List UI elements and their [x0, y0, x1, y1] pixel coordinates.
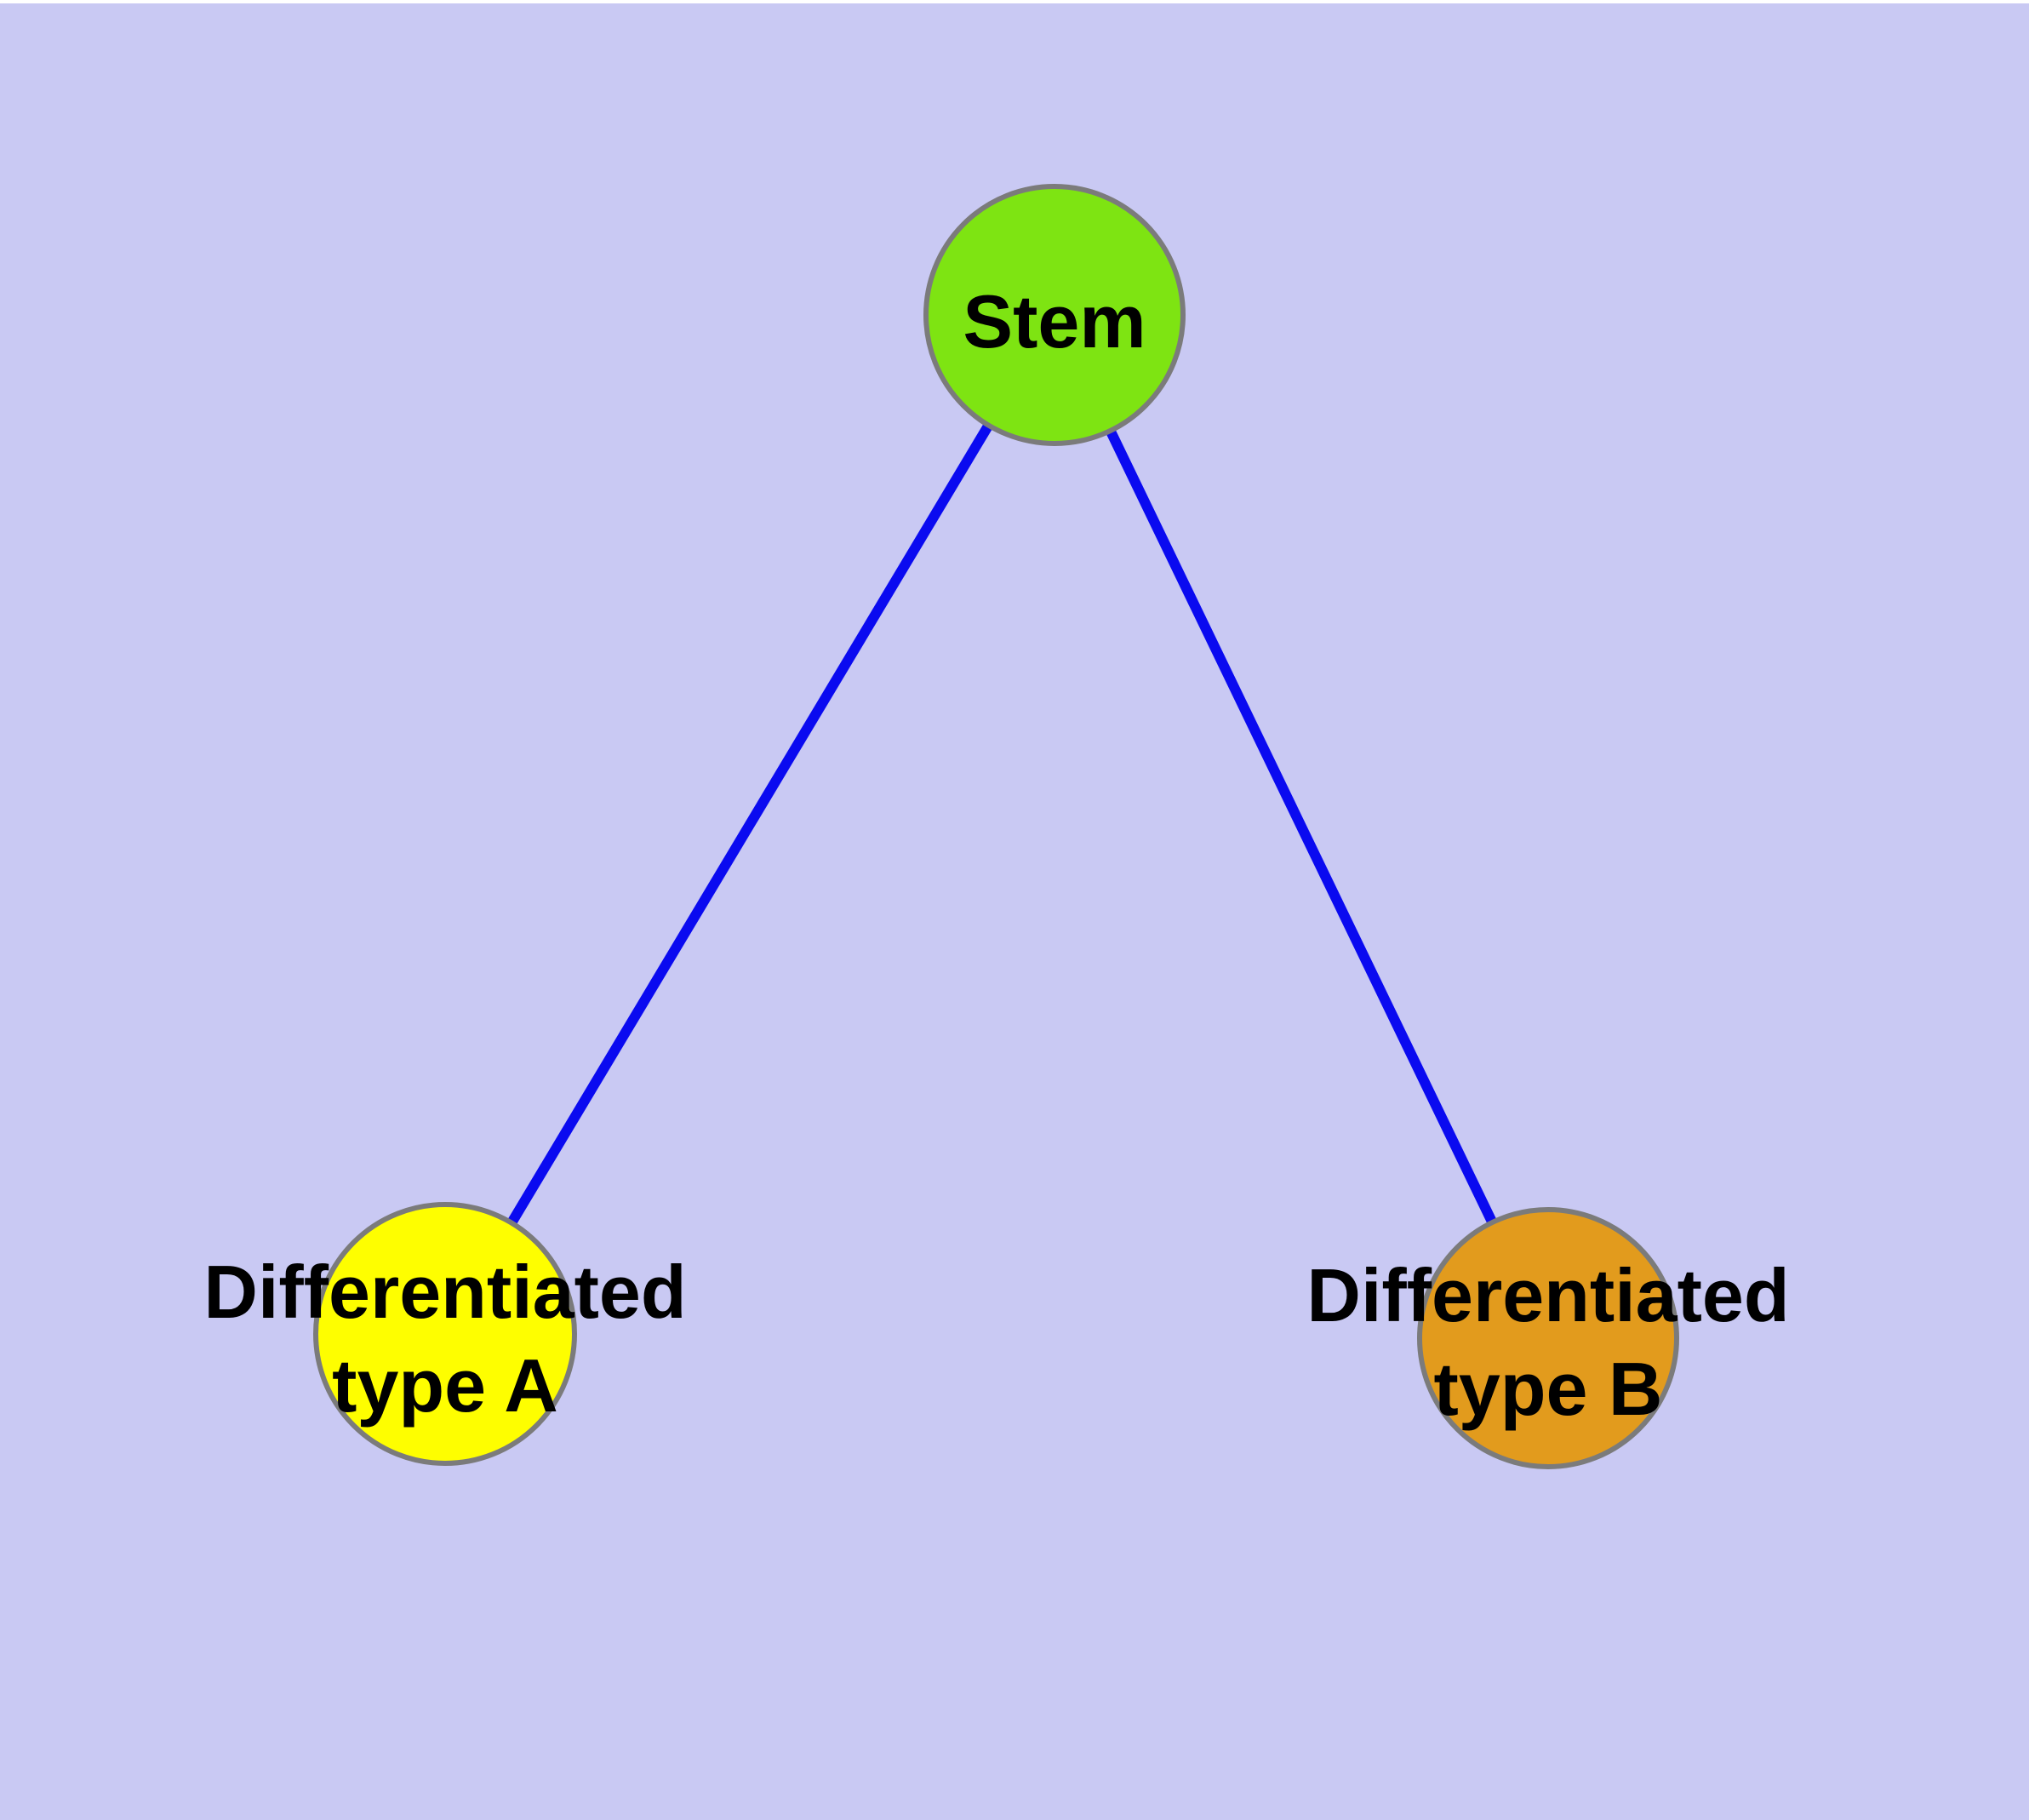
node-type-b-label-line2: type B — [1434, 1347, 1663, 1431]
canvas-top-edge — [0, 0, 2029, 3]
edge-stem-to-type-b — [1049, 312, 1553, 1341]
node-type-b-label-line1: Differentiated — [1306, 1253, 1789, 1337]
node-stem — [923, 184, 1186, 446]
node-type-a-label-line2: type A — [332, 1343, 558, 1428]
edge-stem-to-type-a — [440, 312, 1060, 1337]
node-stem-label: Stem — [963, 279, 1146, 363]
node-differentiated-type-a — [313, 1202, 577, 1466]
node-type-a-label-line1: Differentiated — [203, 1250, 686, 1334]
node-differentiated-type-b — [1417, 1207, 1679, 1469]
